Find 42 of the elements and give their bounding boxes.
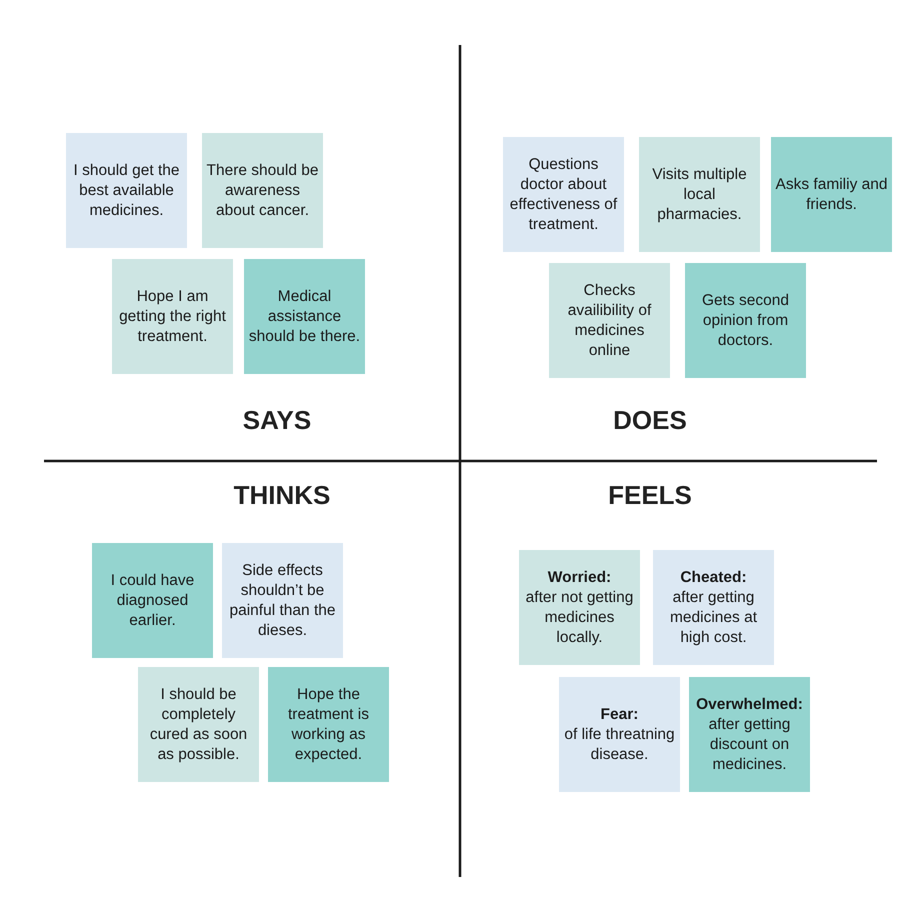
note-heading: Cheated: — [680, 568, 747, 588]
note-heading: Worried: — [548, 568, 612, 588]
sticky-note — [66, 133, 187, 248]
sticky-note — [503, 137, 624, 252]
note-text: I should get the best available medicines. — [72, 160, 180, 220]
note-text: Medical assistance should be there. — [248, 286, 362, 346]
note-text: I should be completely cured as soon as possible. — [148, 684, 248, 764]
sticky-note — [519, 550, 640, 665]
note-heading: Overwhelmed: — [696, 694, 803, 714]
note-text: after not getting medicines locally. — [524, 588, 634, 648]
note-text: I could have diagnosed earlier. — [110, 570, 196, 630]
sticky-note — [202, 133, 323, 248]
note-text: Asks familiy and friends. — [774, 174, 888, 214]
sticky-note — [138, 667, 259, 782]
note-text: Hope I am getting the right treatment. — [118, 286, 227, 346]
note-text: Questions doctor about effectiveness of treatment. — [508, 154, 618, 234]
sticky-note — [559, 677, 680, 792]
sticky-note — [639, 137, 760, 252]
note-text: Visits multiple local pharmacies. — [651, 164, 748, 224]
sticky-note — [685, 263, 806, 378]
sticky-note — [222, 543, 343, 658]
quadrant-title: FEELS — [607, 480, 693, 510]
note-text: Hope the treatment is working as expected. — [287, 684, 370, 764]
note-text: There should be awareness about cancer. — [205, 160, 320, 220]
note-text: of life threatning disease. — [563, 724, 676, 764]
note-text: after getting discount on medicines. — [708, 714, 792, 774]
sticky-note — [549, 263, 670, 378]
quadrant-title: DOES — [612, 405, 688, 435]
note-text: Side effects shouldn’t be painful than the dieses. — [228, 560, 336, 640]
sticky-note — [689, 677, 810, 792]
sticky-note — [268, 667, 389, 782]
sticky-note — [771, 137, 892, 252]
sticky-note — [92, 543, 213, 658]
sticky-note — [112, 259, 233, 374]
sticky-note — [244, 259, 365, 374]
quadrant-title: SAYS — [242, 405, 312, 435]
note-text: Checks availibility of medicines online — [566, 280, 652, 360]
quadrant-title: THINKS — [232, 480, 332, 510]
note-heading: Fear: — [600, 704, 638, 724]
sticky-note — [653, 550, 774, 665]
note-text: Gets second opinion from doctors. — [700, 290, 790, 350]
note-text: after getting medicines at high cost. — [668, 588, 758, 648]
